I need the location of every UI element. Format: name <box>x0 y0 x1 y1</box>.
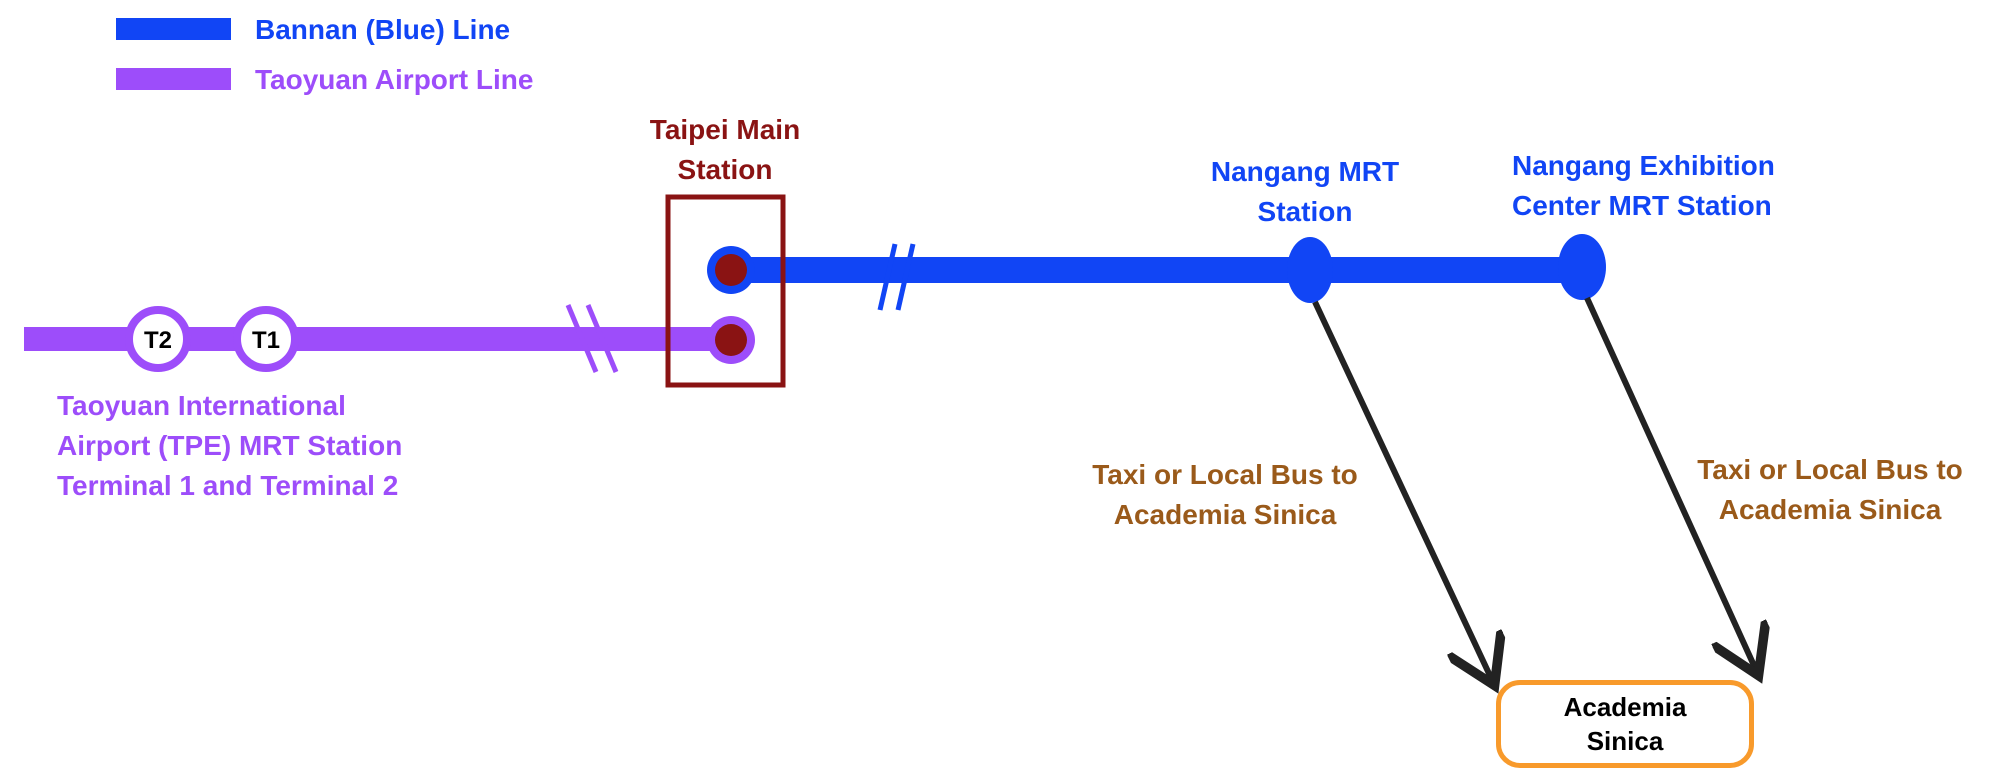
terminal-t1-label: T1 <box>252 327 280 354</box>
destination-academia-sinica: Academia Sinica <box>1496 680 1754 768</box>
legend-swatch-blue-line <box>116 18 231 40</box>
destination-label-line-2: Sinica <box>1586 726 1664 756</box>
transfer-arrow-left <box>1312 300 1492 680</box>
terminal-t2-marker: T2 <box>125 306 191 372</box>
airport-station-label: Taoyuan International Airport (TPE) MRT … <box>57 390 403 501</box>
blue-line-break-mark <box>895 243 916 311</box>
destination-label-line-1: Academia <box>1563 692 1687 722</box>
nangang-station-label: Nangang MRT Station <box>1210 156 1400 227</box>
nangang-station-dot <box>1287 237 1333 303</box>
nangang-exhibition-station-dot <box>1558 234 1606 300</box>
legend-swatch-airport-line <box>116 68 231 90</box>
airport-line-break-mark <box>565 304 599 373</box>
transfer-arrow-right <box>1584 296 1756 670</box>
airport-line-break-mark <box>585 304 619 373</box>
terminal-t2-label: T2 <box>144 327 172 354</box>
taipei-main-station-box <box>665 194 786 388</box>
nangang-exhibition-station-label: Nangang Exhibition Center MRT Station <box>1512 150 1775 221</box>
taipei-main-blue-platform <box>707 246 755 294</box>
blue-line-break-mark <box>877 243 898 311</box>
transfer-label-left: Taxi or Local Bus to Academia Sinica <box>1092 459 1358 530</box>
legend-label-airport-line: Taoyuan Airport Line <box>255 64 534 95</box>
legend-label-blue-line: Bannan (Blue) Line <box>255 14 511 45</box>
taipei-main-station-label: Taipei Main Station <box>649 114 801 185</box>
taipei-main-airport-platform <box>707 316 755 364</box>
terminal-t1-marker: T1 <box>233 306 299 372</box>
transfer-label-right: Taxi or Local Bus to Academia Sinica <box>1697 454 1963 525</box>
